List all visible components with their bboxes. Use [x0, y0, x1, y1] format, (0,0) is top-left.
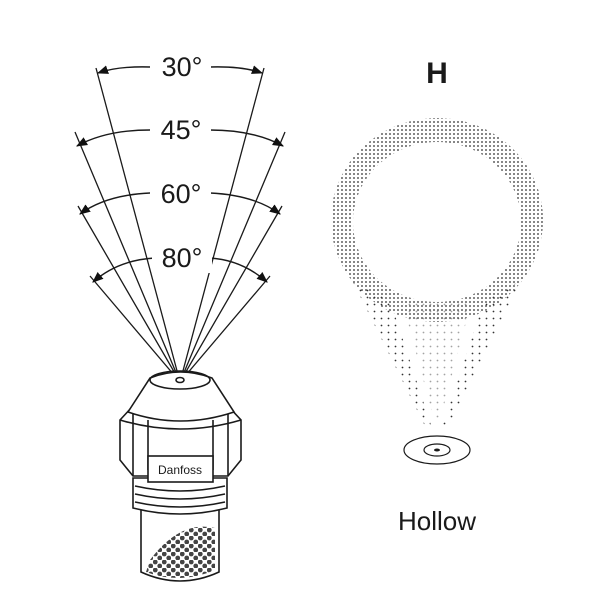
nozzle-orifice	[175, 376, 185, 384]
arc-30-right	[209, 65, 264, 74]
hollow-spray-pattern: H Hollow	[331, 57, 544, 536]
brand-plate	[147, 455, 214, 483]
angle-label-45: 45°	[161, 115, 202, 145]
filter-mesh	[146, 526, 215, 579]
brand-label: Danfoss	[158, 463, 202, 477]
spray-cone-inner	[402, 300, 472, 420]
nozzle-illustration: Danfoss	[119, 370, 242, 582]
arc-60	[79, 192, 151, 215]
angle-labels: 30° 45° 60° 80°	[151, 52, 212, 273]
pattern-caption: Hollow	[398, 506, 476, 536]
nozzle-tip	[126, 371, 236, 422]
exit-ring-outer	[403, 435, 471, 465]
angle-label-80: 80°	[162, 243, 203, 273]
angle-label-60: 60°	[161, 179, 202, 209]
angle-arcs	[76, 65, 284, 283]
exit-ring-inner	[423, 443, 451, 457]
spray-angle-lines	[74, 67, 286, 383]
arc-80	[92, 257, 156, 283]
spray-cone-left	[352, 280, 432, 428]
arc-45-right	[209, 129, 284, 147]
arc-80-right	[209, 257, 268, 283]
arc-60-right	[209, 192, 281, 215]
arc-45	[76, 129, 151, 147]
pattern-letter: H	[426, 57, 448, 90]
angle-label-30: 30°	[162, 52, 203, 82]
arc-30	[96, 65, 151, 74]
spray-cone-right	[442, 280, 522, 428]
